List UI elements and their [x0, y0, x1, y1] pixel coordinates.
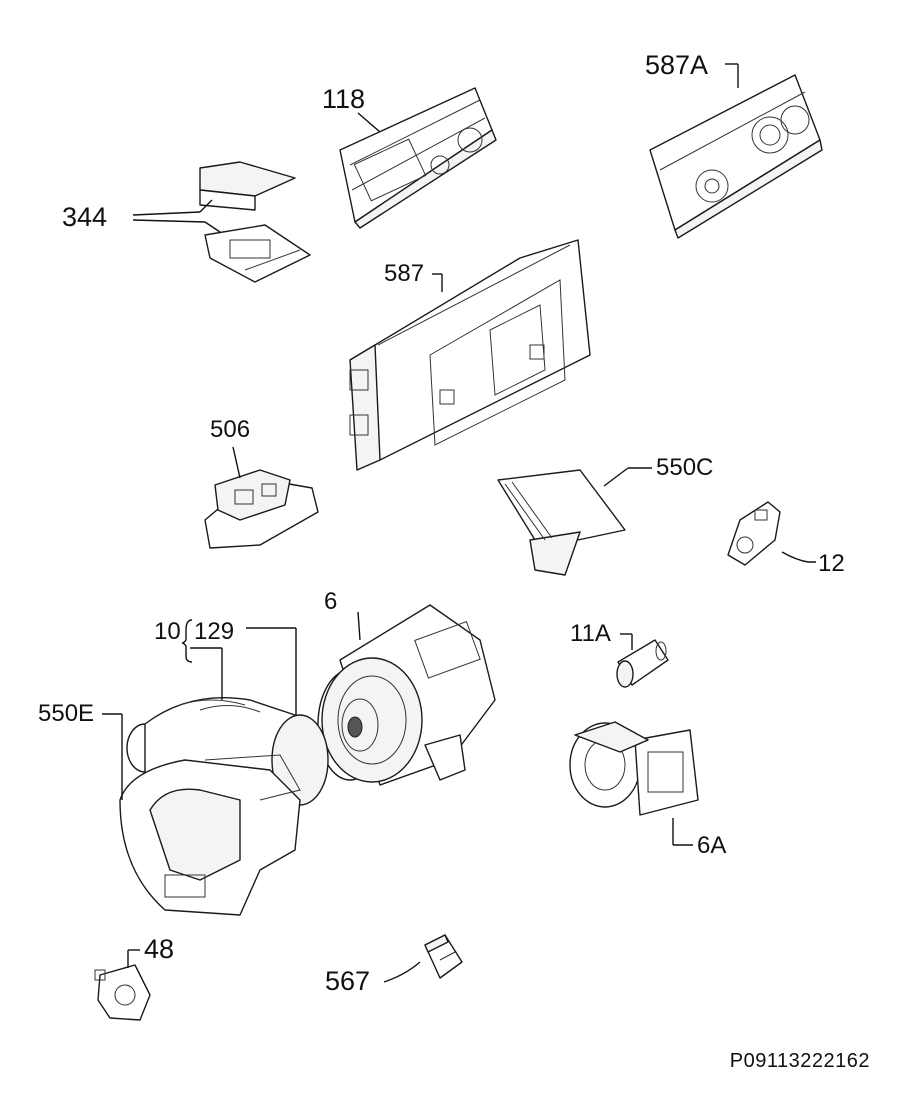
label-587a: 587A — [645, 50, 709, 80]
label-129: 129 — [194, 618, 235, 645]
label-344: 344 — [62, 202, 108, 232]
label-550e: 550E — [38, 700, 95, 727]
part-6-drawing[interactable] — [317, 604, 496, 786]
label-11a: 11A — [570, 620, 611, 647]
label-118: 118 — [322, 84, 366, 114]
part-587-drawing[interactable] — [349, 239, 591, 471]
part-550c-drawing[interactable] — [497, 467, 652, 576]
part-11a-drawing[interactable] — [616, 633, 669, 688]
part-344-drawing[interactable] — [132, 161, 311, 283]
part-567-drawing[interactable] — [383, 934, 463, 983]
label-6a: 6A — [697, 832, 727, 859]
part-12-drawing[interactable] — [727, 501, 816, 566]
label-10: 10 — [154, 618, 181, 645]
document-id: P09113222162 — [729, 1050, 870, 1072]
part-506-drawing[interactable] — [204, 446, 319, 549]
part-48-drawing[interactable] — [94, 949, 151, 1021]
label-6: 6 — [324, 588, 338, 615]
part-6a-drawing[interactable] — [569, 721, 699, 846]
label-550c: 550C — [656, 454, 714, 481]
part-550e-drawing[interactable] — [102, 713, 301, 916]
label-12: 12 — [818, 550, 845, 577]
label-567: 567 — [325, 966, 371, 996]
part-118-drawing[interactable] — [339, 87, 497, 229]
label-48: 48 — [144, 934, 175, 964]
part-587a-drawing[interactable] — [649, 63, 823, 239]
label-506: 506 — [210, 416, 251, 443]
label-587: 587 — [384, 260, 425, 287]
